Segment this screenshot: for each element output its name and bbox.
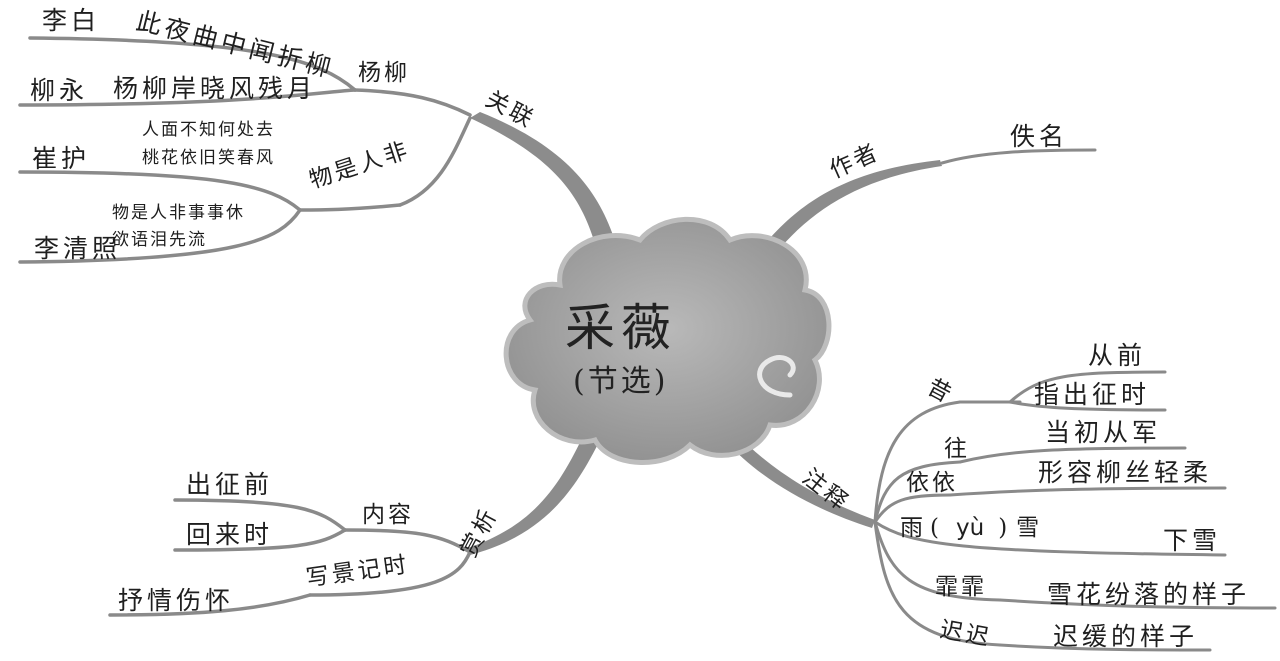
branch-shangxi: [468, 432, 600, 555]
poem-cuihu-line1: 人面不知何处去: [142, 120, 275, 140]
center-subtitle: (节选): [573, 364, 669, 399]
meaning-xi-2: 指出征时: [1034, 380, 1151, 409]
center-title: 采薇: [565, 299, 677, 357]
center-cloud: [503, 216, 832, 465]
term-yiyi: 依依: [906, 470, 958, 496]
author-cuihu: 崔护: [32, 144, 91, 173]
meaning-yuxue: 下雪: [1163, 526, 1222, 555]
node-neirong: 内容: [362, 502, 414, 528]
term-yuxue-open: (: [930, 515, 942, 541]
poem-liqingzhao-line1: 物是人非事事休: [112, 203, 245, 223]
quote-liuyong: 杨柳岸晓风残月: [113, 74, 317, 103]
author-libai: 李白: [42, 6, 101, 35]
neirong-item-1: 出征前: [186, 470, 274, 499]
term-yuxue-pinyin: yù: [955, 515, 985, 541]
term-wang: 往: [944, 436, 970, 462]
term-feifei: 霏霏: [935, 574, 987, 600]
term-yuxue-close: ): [998, 515, 1011, 541]
poem-liqingzhao-line2: 欲语泪先流: [112, 230, 207, 250]
term-yuxue-tail: 雪: [1016, 515, 1043, 541]
meaning-yiyi: 形容柳丝轻柔: [1038, 458, 1213, 487]
neirong-item-2: 回来时: [186, 520, 274, 549]
poem-cuihu-line2: 桃花依旧笑春风: [142, 148, 275, 168]
term-yuxue: 雨( yù)雪: [900, 517, 1042, 540]
meaning-chichi: 迟缓的样子: [1053, 622, 1199, 651]
author-liqingzhao: 李清照: [34, 234, 122, 263]
xiejing-value: 抒情伤怀: [118, 586, 235, 615]
node-yangliu: 杨柳: [358, 60, 410, 86]
meaning-feifei: 雪花纷落的样子: [1047, 580, 1251, 609]
author-value: 佚名: [1010, 122, 1069, 151]
term-yuxue-char: 雨: [900, 515, 926, 541]
author-liuyong: 柳永: [30, 76, 89, 105]
meaning-wang: 当初从军: [1045, 418, 1162, 447]
meaning-xi-1: 从前: [1088, 341, 1147, 370]
